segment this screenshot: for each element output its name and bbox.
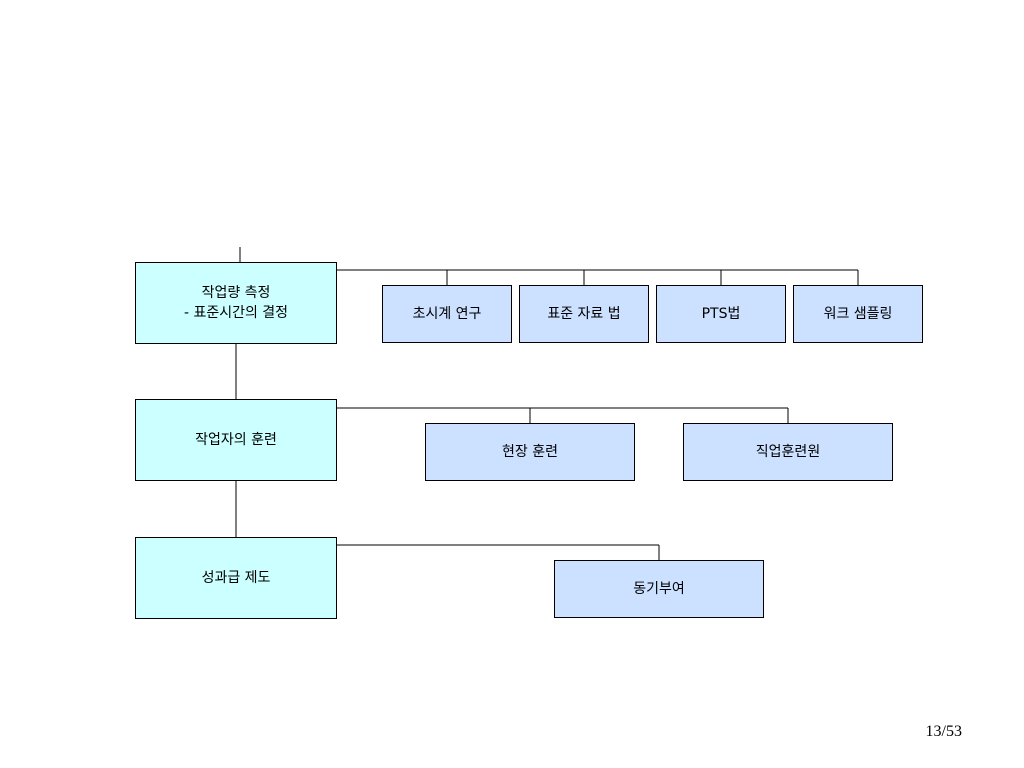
sub-box-label: 표준 자료 법 <box>547 306 621 322</box>
main-box-incentive-system: 성과급 제도 <box>135 537 337 619</box>
page-number: 13/53 <box>925 723 962 740</box>
main-box-label: 성과급 제도 <box>201 570 271 586</box>
sub-box-motivation: 동기부여 <box>554 560 764 618</box>
sub-box-label: 워크 샘플링 <box>823 306 893 322</box>
sub-box-stopwatch-study: 초시계 연구 <box>382 285 512 343</box>
sub-box-label: 현장 훈련 <box>502 444 558 460</box>
main-box-label: 작업량 측정 - 표준시간의 결정 <box>183 285 289 321</box>
main-box-work-measurement: 작업량 측정 - 표준시간의 결정 <box>135 262 337 344</box>
sub-box-label: 동기부여 <box>633 581 685 597</box>
sub-box-work-sampling: 워크 샘플링 <box>793 285 923 343</box>
sub-box-label: PTS법 <box>701 306 741 322</box>
sub-box-label: 직업훈련원 <box>755 444 821 460</box>
sub-box-on-the-job-training: 현장 훈련 <box>425 423 635 481</box>
sub-box-vocational-training-center: 직업훈련원 <box>683 423 893 481</box>
sub-box-label: 초시계 연구 <box>412 306 482 322</box>
main-box-worker-training: 작업자의 훈련 <box>135 399 337 481</box>
sub-box-pts-method: PTS법 <box>656 285 786 343</box>
sub-box-standard-data-method: 표준 자료 법 <box>519 285 649 343</box>
main-box-label: 작업자의 훈련 <box>195 432 277 448</box>
